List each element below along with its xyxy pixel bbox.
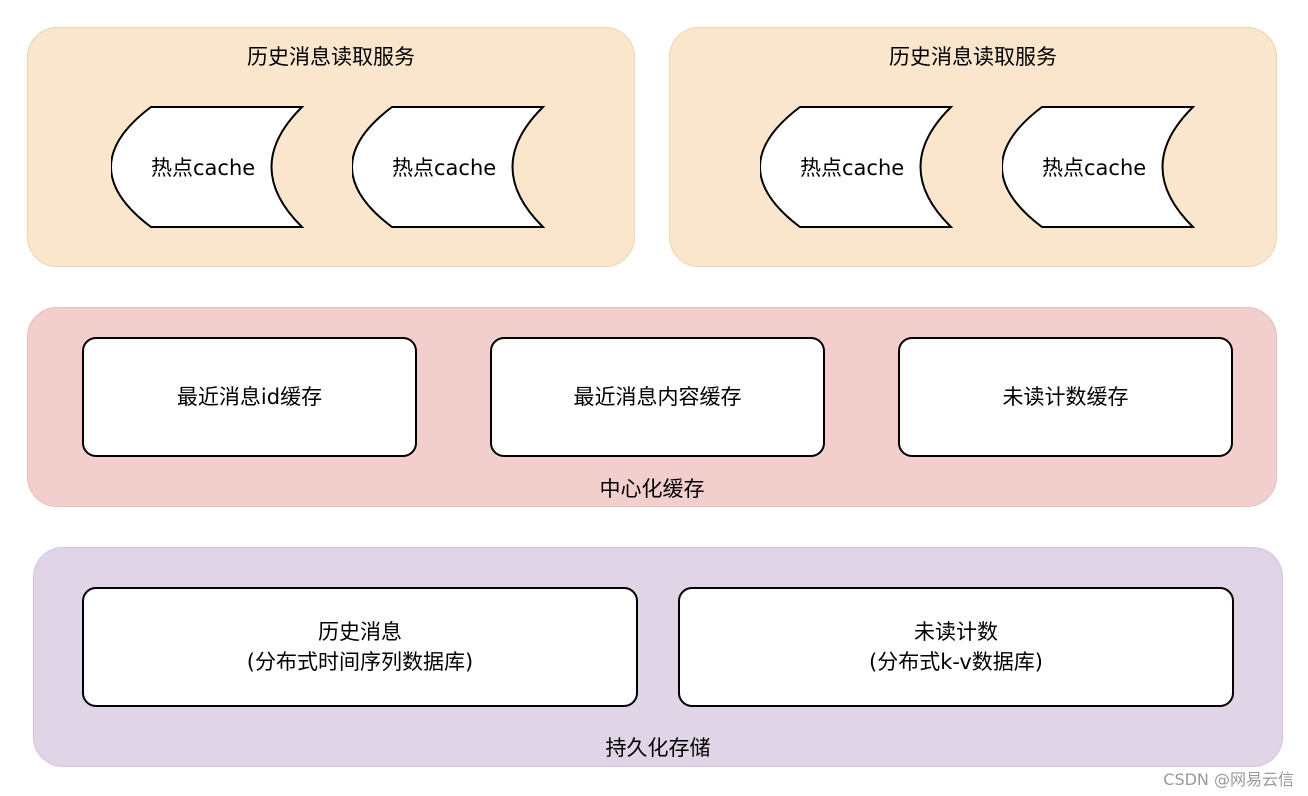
box-title: 未读计数 — [914, 620, 998, 644]
cache-label: 热点cache — [151, 156, 256, 180]
service-title: 历史消息读取服务 — [247, 45, 415, 69]
central-cache-label: 中心化缓存 — [599, 477, 705, 501]
hot-cache-4: 热点cache — [1002, 105, 1195, 229]
box-label: 最近消息id缓存 — [176, 385, 323, 409]
box-subtitle: (分布式k-v数据库) — [869, 650, 1043, 674]
box-label: 最近消息内容缓存 — [573, 385, 742, 409]
unread-count-cache: 未读计数缓存 — [898, 337, 1233, 457]
cache-shape-icon — [352, 106, 545, 228]
hot-cache-1: 热点cache — [111, 105, 304, 229]
recent-msg-id-cache: 最近消息id缓存 — [82, 337, 417, 457]
recent-msg-content-cache: 最近消息内容缓存 — [490, 337, 825, 457]
cache-shape-icon — [1002, 106, 1195, 228]
hot-cache-2: 热点cache — [352, 105, 545, 229]
cache-shape-icon — [111, 106, 304, 228]
box-title: 历史消息 — [318, 620, 402, 644]
cache-shape-icon — [760, 106, 953, 228]
hot-cache-3: 热点cache — [760, 105, 953, 229]
cache-label: 热点cache — [392, 156, 497, 180]
cache-label: 热点cache — [800, 156, 905, 180]
service-title: 历史消息读取服务 — [889, 45, 1057, 69]
cache-label: 热点cache — [1042, 156, 1147, 180]
box-label: 未读计数缓存 — [1002, 385, 1129, 409]
unread-count-db: 未读计数 (分布式k-v数据库) — [678, 587, 1234, 707]
history-message-db: 历史消息 (分布式时间序列数据库) — [82, 587, 638, 707]
watermark: CSDN @网易云信 — [1163, 770, 1294, 789]
box-subtitle: (分布式时间序列数据库) — [246, 650, 474, 674]
persistent-storage-label: 持久化存储 — [605, 736, 711, 760]
